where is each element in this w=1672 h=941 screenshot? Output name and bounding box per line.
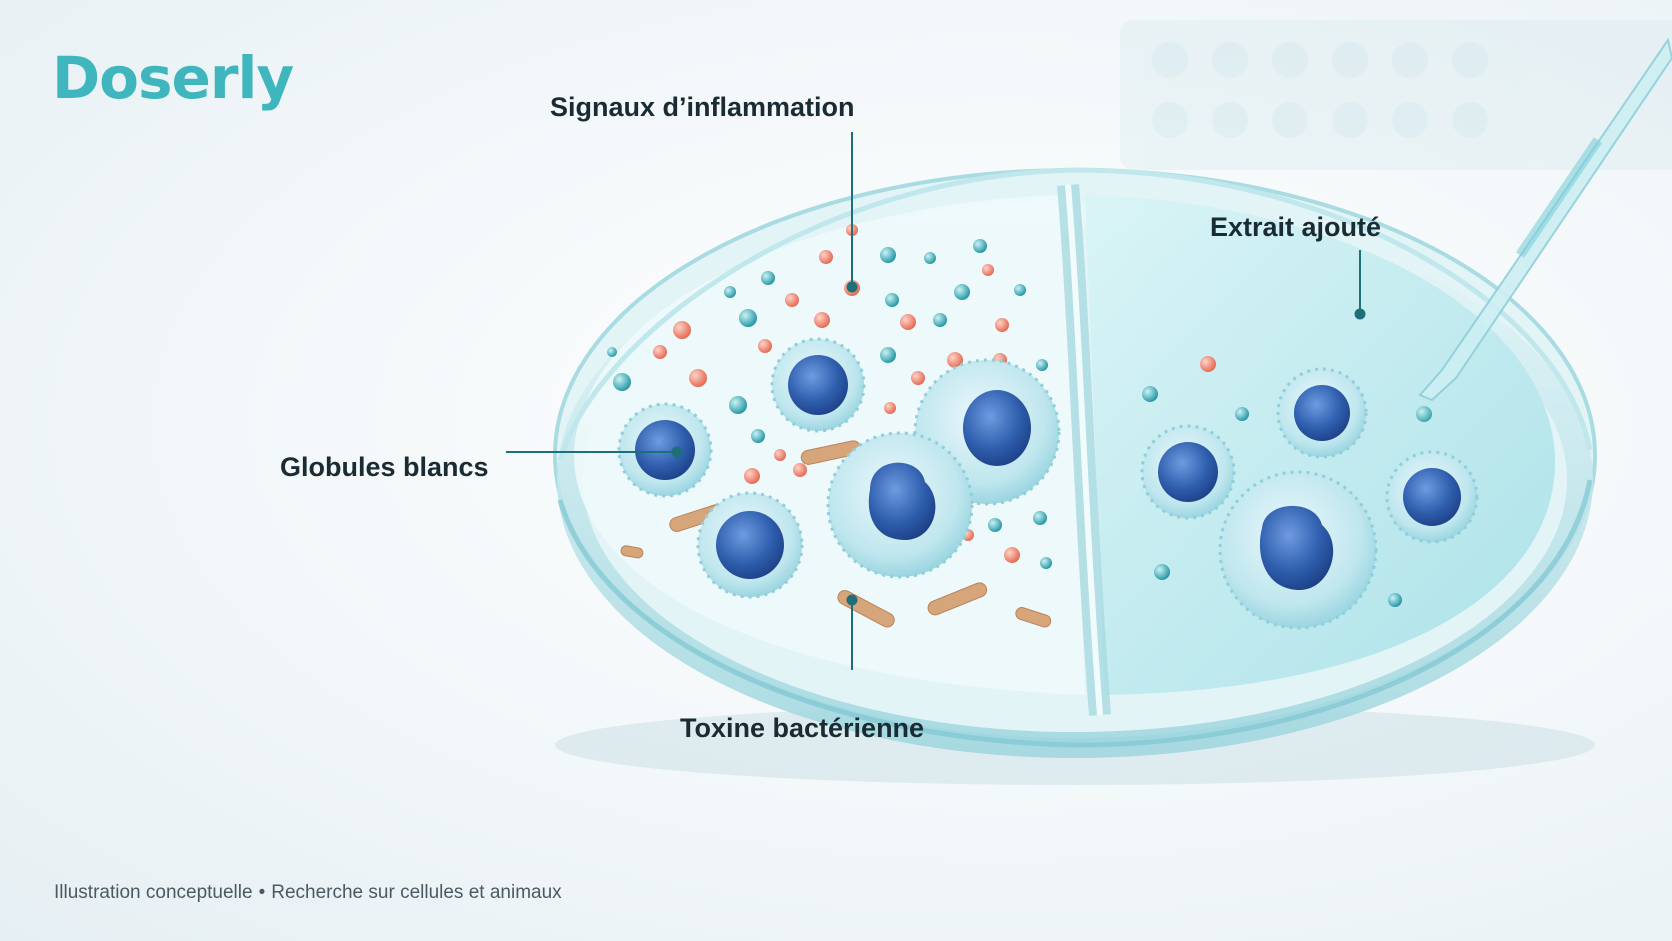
caption-separator: • <box>258 882 266 903</box>
cell <box>1218 470 1378 630</box>
label-white-blood-cells: Globules blancs <box>280 452 489 482</box>
leader-lines <box>506 132 1366 670</box>
label-bacterial-toxin: Toxine bactérienne <box>680 713 925 743</box>
cell <box>1140 424 1236 520</box>
inflammation-signals <box>607 224 1052 569</box>
extract-beads <box>1142 356 1402 607</box>
cell <box>1385 450 1479 544</box>
caption-right: Recherche sur cellules et animaux <box>271 882 562 903</box>
cell <box>770 337 866 433</box>
label-extract-added: Extrait ajouté <box>1210 212 1382 242</box>
label-inflammation-signals: Signaux d’inflammation <box>550 92 855 122</box>
footer-caption: Illustration conceptuelle•Recherche sur … <box>54 882 562 904</box>
cell <box>696 491 804 599</box>
caption-left: Illustration conceptuelle <box>54 882 253 903</box>
cell <box>826 431 974 579</box>
pipette-icon <box>1416 37 1672 422</box>
white-blood-cells <box>617 337 1479 630</box>
brand-logo: Doserly <box>52 44 294 112</box>
background-well-plate <box>1120 20 1672 170</box>
cell <box>1276 367 1368 459</box>
cell <box>617 402 713 498</box>
